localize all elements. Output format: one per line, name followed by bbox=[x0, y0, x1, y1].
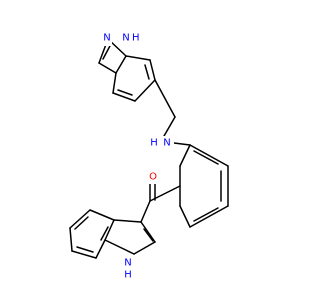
bond bbox=[125, 55, 151, 61]
indole-nh-h-label: H bbox=[124, 270, 132, 281]
bond bbox=[71, 250, 97, 259]
bond bbox=[69, 209, 91, 229]
bond bbox=[113, 219, 142, 223]
bond bbox=[134, 79, 156, 102]
carbonyl-o-label: O bbox=[149, 172, 157, 183]
bond bbox=[189, 144, 229, 167]
atom-label-layer: N N H H N O N H bbox=[98, 31, 174, 283]
molecule-structure-drawing: N N H H N O N H bbox=[69, 31, 229, 283]
bond bbox=[179, 144, 191, 167]
bond bbox=[193, 150, 219, 165]
bond bbox=[144, 64, 150, 80]
amine-h-label: H bbox=[150, 138, 158, 149]
bond bbox=[143, 228, 154, 242]
indazole-n-label: N bbox=[103, 33, 110, 44]
bond bbox=[112, 92, 136, 102]
bond bbox=[154, 79, 176, 118]
bond bbox=[100, 226, 109, 241]
amine-n-label: N bbox=[163, 138, 170, 149]
bond bbox=[179, 205, 191, 228]
bond bbox=[104, 239, 135, 255]
bond bbox=[89, 209, 115, 221]
bond bbox=[98, 62, 117, 74]
bond bbox=[69, 227, 73, 252]
bond bbox=[189, 205, 229, 228]
bond bbox=[173, 142, 191, 146]
bond bbox=[133, 241, 156, 255]
bond bbox=[112, 72, 117, 94]
bond bbox=[76, 246, 94, 253]
bond bbox=[140, 200, 151, 223]
bond bbox=[193, 207, 219, 222]
bond bbox=[149, 59, 156, 81]
bond bbox=[102, 43, 112, 60]
bond bbox=[115, 55, 127, 74]
bond bbox=[140, 221, 156, 243]
indazole-nh-h-label: H bbox=[132, 33, 140, 44]
bond bbox=[95, 239, 106, 259]
indazole-nh-n-label: N bbox=[122, 33, 129, 44]
bond bbox=[74, 216, 89, 230]
bond bbox=[117, 89, 133, 96]
bond bbox=[104, 219, 115, 241]
indole-nh-n-label: N bbox=[124, 258, 131, 269]
